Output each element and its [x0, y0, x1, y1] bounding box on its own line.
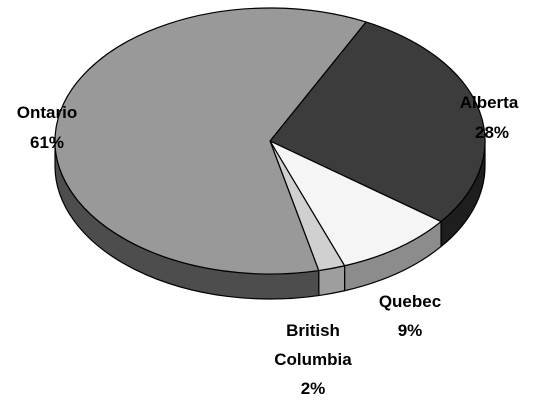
- label-quebec-name: Quebec: [379, 292, 441, 311]
- pie-slice-alberta: [269, 21, 486, 223]
- label-bc-value: 2%: [301, 379, 326, 398]
- pie-top-layer: [54, 7, 486, 275]
- label-bc-name-line2: Columbia: [274, 350, 352, 369]
- label-ontario-value: 61%: [30, 133, 64, 152]
- label-bc-name-line1: British: [286, 321, 340, 340]
- pie-slice-quebec: [269, 140, 442, 267]
- label-alberta-value: 28%: [475, 123, 509, 142]
- pie-labels-layer: Ontario 61% Alberta 28% Quebec 9% Britis…: [17, 93, 519, 398]
- label-ontario-name: Ontario: [17, 103, 77, 122]
- pie-slice-ontario: [54, 7, 367, 275]
- label-alberta-name: Alberta: [460, 93, 519, 112]
- label-quebec-value: 9%: [398, 321, 423, 340]
